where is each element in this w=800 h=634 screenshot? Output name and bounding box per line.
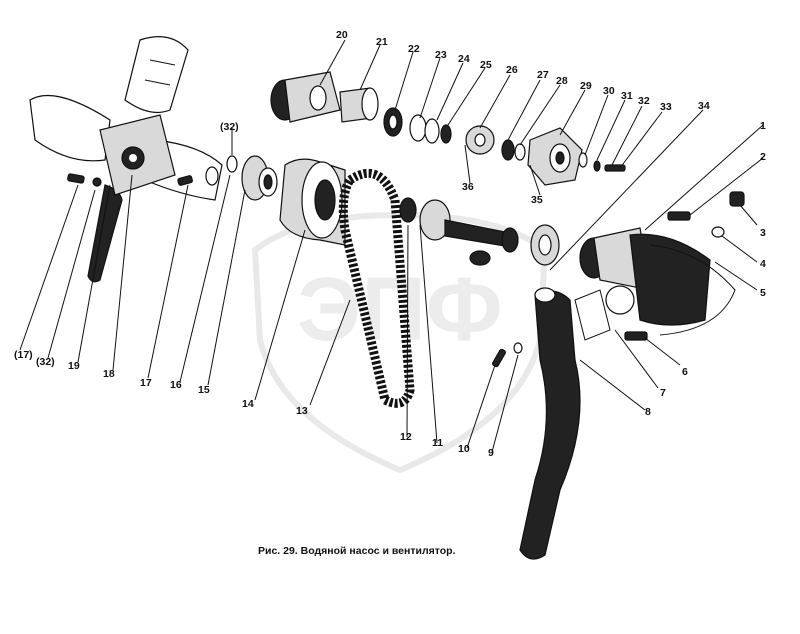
label-27: 27: [537, 69, 549, 81]
washer: [226, 155, 238, 173]
figure-caption: Рис. 29. Водяной насос и вентилятор.: [258, 545, 456, 557]
hose-pipe: [519, 287, 581, 560]
label-32: 32: [638, 95, 650, 107]
label-16: 16: [170, 379, 182, 391]
part-26: [465, 125, 495, 155]
label-21: 21: [376, 36, 388, 48]
pulley: [279, 158, 346, 246]
part-20: [270, 71, 341, 123]
label-9: 9: [488, 447, 494, 459]
impeller: [527, 127, 583, 186]
part-28: [514, 143, 526, 161]
bolt-2: [667, 211, 691, 221]
label-7: 7: [660, 387, 666, 399]
label-29: 29: [580, 80, 592, 92]
label-4: 4: [760, 258, 766, 270]
label-17b: (17): [14, 349, 33, 361]
label-35: 35: [531, 194, 543, 206]
fan-blades: [29, 36, 223, 283]
label-3: 3: [760, 227, 766, 239]
label-2: 2: [760, 151, 766, 163]
label-5: 5: [760, 287, 766, 299]
part-labels: 20 21 22 23 24 25 26 27 28 29 30 31 32 3…: [14, 29, 766, 459]
washer-4: [711, 226, 725, 238]
label-22: 22: [408, 43, 420, 55]
washer-31: [593, 160, 601, 172]
label-18: 18: [103, 368, 115, 380]
label-1: 1: [760, 120, 766, 132]
washer-9: [513, 342, 523, 354]
label-20: 20: [336, 29, 348, 41]
label-36: 36: [462, 181, 474, 193]
label-32b: (32): [36, 356, 55, 368]
label-24: 24: [458, 53, 470, 65]
label-10: 10: [458, 443, 470, 455]
label-28: 28: [556, 75, 568, 87]
label-26: 26: [506, 64, 518, 76]
label-34: 34: [698, 100, 710, 112]
ring-23: [409, 114, 427, 142]
pump-housing: [579, 227, 736, 336]
fan-bolt-right: [177, 166, 219, 186]
part-27: [501, 139, 515, 161]
label-12: 12: [400, 431, 412, 443]
label-31: 31: [621, 90, 633, 102]
label-23: 23: [435, 49, 447, 61]
washer-30: [578, 152, 588, 168]
bolt-6: [624, 331, 648, 341]
drive-belt: [338, 168, 415, 408]
label-17: 17: [140, 377, 152, 389]
label-32a: (32): [220, 121, 239, 133]
shaft: [399, 197, 560, 266]
label-13: 13: [296, 405, 308, 417]
fan-bolt: [67, 173, 102, 187]
label-33: 33: [660, 101, 672, 113]
plug-3: [729, 191, 745, 207]
label-6: 6: [682, 366, 688, 378]
label-19: 19: [68, 360, 80, 372]
label-15: 15: [198, 384, 210, 396]
leader-lines: [19, 39, 764, 453]
bearing-21: [339, 87, 379, 123]
fan-hub-15: [241, 155, 278, 201]
ring-25: [440, 124, 452, 144]
label-25: 25: [480, 59, 492, 71]
label-8: 8: [645, 406, 651, 418]
label-11: 11: [432, 437, 443, 449]
gasket-7: [574, 289, 611, 341]
bolt-33: [604, 164, 626, 172]
label-30: 30: [603, 85, 615, 97]
label-14: 14: [242, 398, 254, 410]
ring-24: [424, 118, 440, 144]
